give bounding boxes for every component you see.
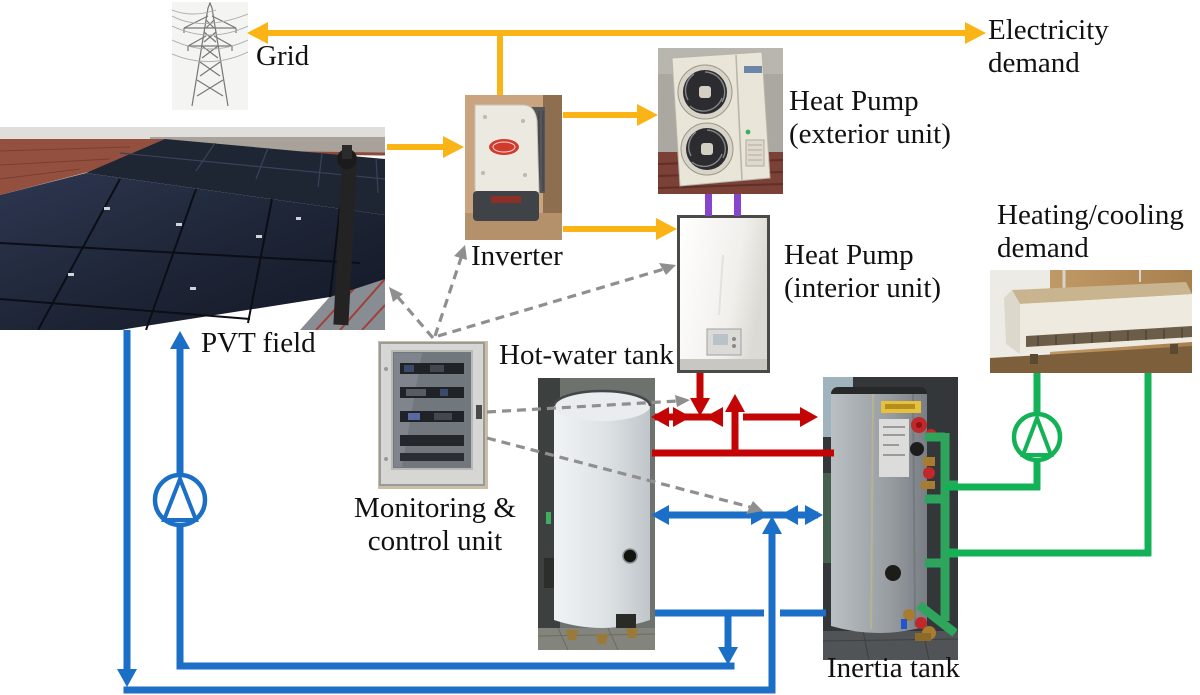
return-to-interior-hp-arrow bbox=[725, 394, 745, 453]
arrow-to-electricity-demand bbox=[965, 22, 986, 44]
interior-hp-to-valve-arrow bbox=[690, 373, 710, 416]
control-to-interior-hp-line bbox=[437, 267, 665, 338]
grid-pylon-image bbox=[172, 2, 248, 110]
solar-riser-to-tanks bbox=[762, 516, 782, 690]
tank-valves-top bbox=[910, 417, 937, 489]
solar-bottom-line bbox=[123, 686, 776, 694]
hot-water-tank-valve-arrows bbox=[651, 407, 723, 427]
valve-to-inertia-tank-arrow bbox=[743, 407, 818, 427]
heat-pump-exterior-image bbox=[658, 48, 783, 194]
control-to-inverter-line bbox=[433, 257, 463, 337]
heating-cooling-line2: demand bbox=[997, 232, 1089, 264]
heating-circulation-pump bbox=[1011, 411, 1063, 463]
fan-coil-supply-horizontal bbox=[945, 483, 1040, 491]
hot-water-tank-image bbox=[538, 378, 655, 650]
fan-bottom bbox=[680, 122, 734, 176]
hot-water-tank-label: Hot-water tank bbox=[499, 339, 674, 371]
fan-coil-image bbox=[990, 270, 1192, 373]
electricity-demand-label: Electricity demand bbox=[988, 14, 1109, 80]
electricity-demand-line1: Electricity bbox=[988, 14, 1109, 46]
tank-valves-bottom bbox=[901, 609, 936, 641]
electricity-demand-line2: demand bbox=[988, 47, 1080, 79]
heating-cooling-demand-label: Heating/cooling demand bbox=[997, 199, 1184, 265]
hot-water-return-line bbox=[652, 449, 834, 457]
hp-interior-line1: Heat Pump bbox=[784, 239, 914, 271]
heat-pump-interior-image bbox=[677, 215, 770, 373]
hp-exterior-line1: Heat Pump bbox=[789, 85, 919, 117]
monitoring-control-unit-image bbox=[378, 341, 488, 489]
pvt-field-image bbox=[0, 127, 385, 330]
heating-cooling-line1: Heating/cooling bbox=[997, 199, 1184, 231]
fan-coil-supply-vertical bbox=[1033, 373, 1041, 490]
tank-bottoms-line bbox=[655, 609, 826, 665]
grid-label: Grid bbox=[256, 40, 310, 72]
fan-coil-return-horizontal bbox=[948, 549, 1151, 557]
inverter-label: Inverter bbox=[471, 240, 563, 272]
inverter-to-interior-hp-arrow bbox=[563, 218, 677, 240]
refrigerant-line-left bbox=[705, 194, 712, 216]
monitoring-control-label: Monitoring & control unit bbox=[345, 492, 525, 558]
inertia-tank-image bbox=[823, 377, 958, 660]
heating-cooling-lines bbox=[945, 373, 1152, 557]
inverter-image bbox=[465, 95, 562, 240]
pvt-to-inverter-arrow bbox=[387, 136, 464, 158]
fan-coil-return-vertical bbox=[1144, 373, 1152, 556]
solar-circulation-pump bbox=[152, 472, 208, 528]
tanks-mid-distribution-arrows bbox=[651, 505, 823, 525]
fan-top bbox=[677, 64, 733, 120]
pvt-field-label: PVT field bbox=[201, 327, 316, 359]
inverter-to-bus-line bbox=[497, 33, 503, 95]
monitoring-line2: control unit bbox=[367, 525, 503, 557]
inverter-to-exterior-hp-arrow bbox=[563, 104, 658, 126]
control-to-pvt-line bbox=[394, 293, 435, 340]
refrigerant-lines bbox=[705, 194, 741, 216]
tank-green-piping bbox=[916, 432, 958, 637]
heat-pump-interior-label: Heat Pump (interior unit) bbox=[784, 239, 941, 305]
heat-pump-exterior-label: Heat Pump (exterior unit) bbox=[789, 85, 951, 151]
hot-water-lines bbox=[651, 373, 834, 457]
hp-interior-line2: (interior unit) bbox=[784, 272, 942, 304]
pvt-pipe-valve bbox=[333, 145, 357, 326]
inertia-tank-label: Inertia tank bbox=[827, 652, 960, 684]
refrigerant-line-right bbox=[734, 194, 741, 216]
monitoring-line1: Monitoring & bbox=[354, 492, 516, 524]
hp-exterior-line2: (exterior unit) bbox=[789, 118, 951, 150]
pvt-return-downpipe bbox=[117, 330, 137, 687]
